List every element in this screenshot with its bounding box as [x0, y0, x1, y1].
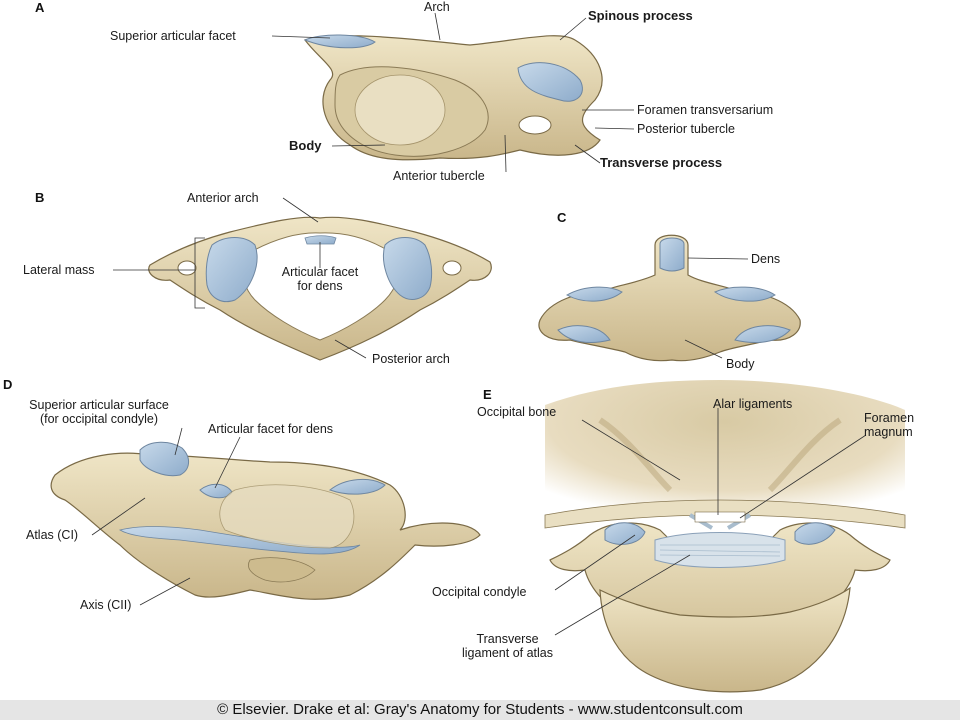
panel-e-craniovertebral-ligaments — [544, 380, 906, 693]
label-transverse-process: Transverse process — [600, 155, 723, 170]
label-occipital-bone: Occipital bone — [477, 405, 557, 419]
label-superior-articular-surface-line1: Superior articular surface — [29, 398, 169, 412]
label-articular-facet-for-dens-b: Articular facet for dens — [268, 265, 372, 293]
label-lateral-mass: Lateral mass — [23, 263, 95, 277]
label-posterior-tubercle: Posterior tubercle — [637, 122, 735, 136]
label-transverse-ligament-line2: ligament of atlas — [461, 646, 554, 660]
label-occipital-condyle: Occipital condyle — [432, 585, 527, 599]
panel-letter-b: B — [35, 190, 45, 205]
label-articular-facet-line2: for dens — [297, 279, 343, 293]
label-posterior-arch: Posterior arch — [372, 352, 450, 366]
label-superior-articular-surface-line2: (for occipital condyle) — [39, 412, 159, 426]
label-dens: Dens — [751, 252, 781, 266]
leader-lines — [91, 12, 867, 636]
label-transverse-ligament-line1: Transverse — [476, 632, 539, 646]
panel-b-atlas-superior — [148, 216, 492, 361]
footer-credit: © Elsevier. Drake et al: Gray's Anatomy … — [0, 700, 960, 720]
label-alar-ligaments: Alar ligaments — [713, 397, 793, 411]
label-articular-facet-for-dens-d: Articular facet for dens — [208, 422, 334, 436]
label-foramen-magnum: Foramen magnum — [864, 411, 914, 439]
label-anterior-arch: Anterior arch — [187, 191, 259, 205]
panel-letter-d: D — [3, 377, 13, 392]
label-arch: Arch — [424, 0, 450, 14]
label-foramen-magnum-line2: magnum — [864, 425, 913, 439]
label-superior-articular-facet: Superior articular facet — [110, 29, 236, 43]
panel-letter-a: A — [35, 0, 45, 15]
label-foramen-transversarium: Foramen transversarium — [637, 103, 774, 117]
label-spinous-process: Spinous process — [588, 8, 693, 23]
label-articular-facet-line1: Articular facet — [281, 265, 359, 279]
label-body-c: Body — [726, 357, 755, 371]
panel-c-axis-anterior — [538, 234, 801, 362]
panel-d-atlas-axis-lateral — [50, 441, 481, 600]
panel-letter-c: C — [557, 210, 567, 225]
label-superior-articular-surface: Superior articular surface (for occipita… — [4, 398, 194, 426]
label-foramen-magnum-line1: Foramen — [864, 411, 915, 425]
label-body-a: Body — [289, 138, 322, 153]
label-anterior-tubercle: Anterior tubercle — [393, 169, 485, 183]
panel-a-atlas-oblique — [303, 34, 603, 161]
panel-letter-e: E — [483, 387, 492, 402]
label-axis: Axis (CII) — [80, 598, 132, 612]
label-transverse-ligament: Transverse ligament of atlas — [455, 632, 560, 660]
label-atlas: Atlas (CI) — [26, 528, 79, 542]
